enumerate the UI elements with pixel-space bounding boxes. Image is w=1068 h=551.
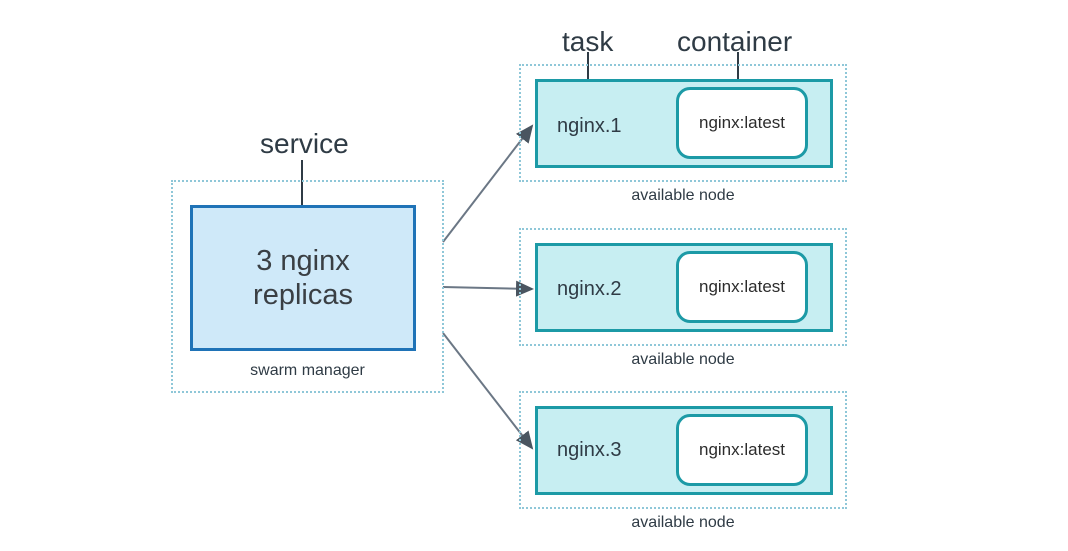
node-region-2: [519, 228, 847, 346]
node-caption-3: available node: [631, 514, 735, 531]
service-line-2: replicas: [253, 279, 353, 311]
node-caption-2: available node: [631, 351, 735, 368]
container-box-1: nginx:latest: [676, 87, 808, 159]
arrow-to-node-2: [442, 280, 534, 297]
arrow-to-node-1: [442, 124, 534, 243]
container-image-3: nginx:latest: [699, 440, 785, 459]
task-label: task: [562, 26, 614, 57]
service-box: 3 nginx replicas: [190, 205, 416, 351]
service-label: service: [260, 128, 349, 159]
service-line-1: 3 nginx: [256, 245, 350, 277]
swarm-manager-caption: swarm manager: [250, 362, 365, 379]
swarm-manager-region: [171, 180, 444, 393]
node-region-1: [519, 64, 847, 182]
container-box-3: nginx:latest: [676, 414, 808, 486]
task-name-1: nginx.1: [557, 115, 622, 137]
node-caption-1: available node: [631, 187, 735, 204]
task-name-2: nginx.2: [557, 278, 622, 300]
arrow-to-node-3: [442, 332, 534, 450]
node-region-3: [519, 391, 847, 509]
container-image-2: nginx:latest: [699, 277, 785, 296]
container-box-2: nginx:latest: [676, 251, 808, 323]
container-label: container: [677, 26, 793, 57]
container-image-1: nginx:latest: [699, 113, 785, 132]
task-name-3: nginx.3: [557, 439, 622, 461]
